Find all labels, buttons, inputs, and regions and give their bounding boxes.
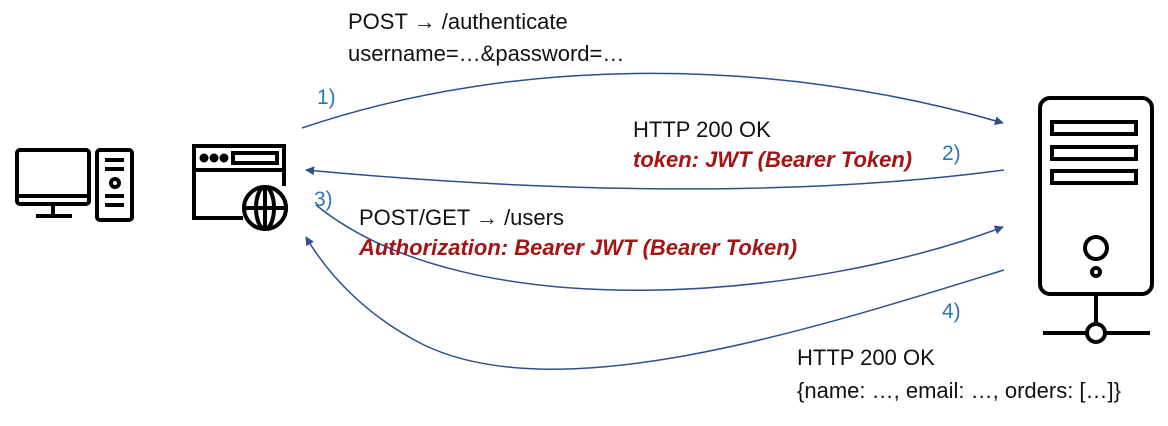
step-2-status: HTTP 200 OK <box>633 117 771 142</box>
step-1-request-line: POST → /authenticate <box>348 9 568 34</box>
step-3-number: 3) <box>314 188 333 211</box>
step-3-request-line: POST/GET → /users <box>359 205 564 230</box>
arrow-1-request <box>301 72 1004 129</box>
arrow-4-response <box>305 236 1005 370</box>
step-2-token: token: JWT (Bearer Token) <box>633 147 913 172</box>
step-2-number: 2) <box>942 142 961 165</box>
web-browser-globe-icon <box>192 144 288 231</box>
desktop-computer-icon <box>15 148 134 222</box>
step-4-response-body: {name: …, email: …, orders: […]} <box>797 378 1122 403</box>
server-tower-network-icon <box>1038 96 1154 344</box>
arrow-3-request <box>315 204 1004 291</box>
step-4-status: HTTP 200 OK <box>797 345 935 370</box>
step-1-number: 1) <box>317 86 336 109</box>
step-1-credentials: username=…&password=… <box>348 41 625 66</box>
step-3-authorization-header: Authorization: Bearer JWT (Bearer Token) <box>359 235 798 260</box>
arrow-2-response <box>305 166 1005 190</box>
step-4-number: 4) <box>942 300 961 323</box>
